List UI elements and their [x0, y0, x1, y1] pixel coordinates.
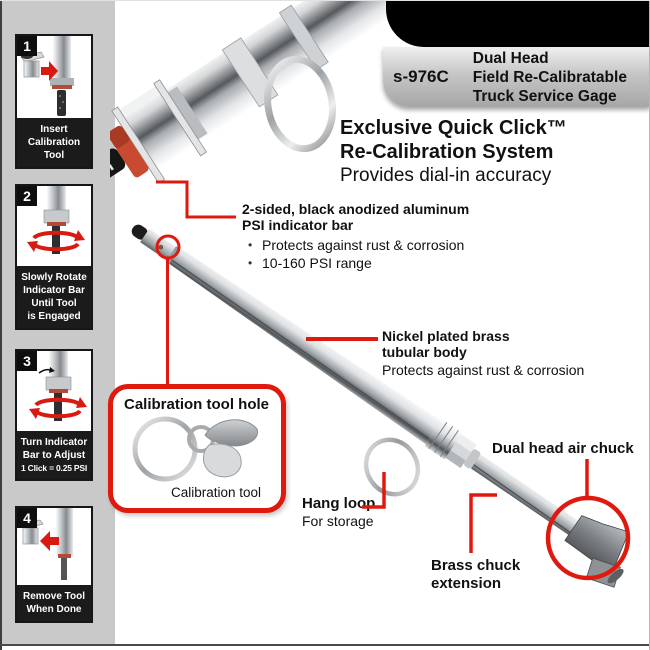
tool-blade-upper [204, 419, 259, 447]
step-4: 4 Remove Tool When Done [15, 506, 93, 623]
tubular-body-title: Nickel plated brass tubular body [382, 328, 510, 360]
headline: Exclusive Quick Click™ Re-Calibration Sy… [340, 117, 567, 188]
step-1-illustration [20, 36, 74, 116]
step-1: 1 Insert Calibration Tool [15, 34, 93, 169]
tool-blade-lower [202, 443, 242, 478]
frame-bottom-edge [0, 644, 650, 646]
extension-callout: Brass chuck extension [431, 557, 521, 592]
inset-title: Calibration tool hole [124, 396, 269, 413]
insert-arrow-icon [41, 61, 58, 81]
step-label: Remove Tool When Done [22, 591, 86, 615]
step-number: 1 [17, 36, 37, 56]
hang-loop-ring [363, 437, 421, 497]
tubular-body-note: Protects against rust & corrosion [382, 362, 585, 378]
inset-caption: Calibration tool [171, 485, 262, 500]
psi-indicator-bar [110, 148, 126, 205]
hang-loop-callout: Hang loop For storage [302, 495, 375, 530]
headline-line-2: Re-Calibration System [340, 140, 554, 163]
gauge-head-photo [110, 1, 400, 205]
brass-chuck-extension-tube [471, 454, 579, 536]
tubular-body-callout: Nickel plated brass tubular body Protect… [382, 328, 584, 379]
tubular-body [168, 247, 442, 445]
air-chuck-callout: Dual head air chuck [492, 440, 634, 457]
banner-black-shape [386, 1, 650, 47]
steps-sidebar: 1 Insert Calibration Tool [0, 1, 115, 644]
head-hang-ring [264, 55, 336, 153]
headline-subtitle: Provides dial-in accuracy [340, 165, 552, 186]
rotate-arrows-icon [29, 397, 87, 419]
hang-loop-label: Hang loop [302, 495, 376, 512]
hang-loop-sub: For storage [302, 513, 374, 529]
step-number: 3 [17, 351, 37, 371]
banner-line-2: Field Re-Calibratable [472, 68, 627, 86]
step-label: Turn Indicator Bar to Adjust [20, 437, 88, 461]
step-2: 2 Slowly Rotate Indicator Bar Until Tool… [15, 184, 93, 330]
step-label: Slowly Rotate Indicator Bar Until Tool i… [21, 272, 87, 322]
keyring [132, 416, 198, 482]
remove-arrow-icon [40, 531, 59, 551]
headline-line-1: Exclusive Quick Click™ [340, 117, 567, 139]
model-number: s-976C [393, 67, 449, 86]
psi-bar-title: 2-sided, black anodized aluminum PSI ind… [242, 201, 470, 233]
banner-line-1: Dual Head [472, 49, 549, 67]
gauge-head-body [110, 1, 400, 205]
calibration-tool-inset: Calibration tool hole Calibration tool [108, 384, 286, 513]
psi-bar-callout: 2-sided, black anodized aluminum PSI ind… [242, 201, 469, 272]
psi-bar-bullet-2: 10-160 PSI range [242, 255, 469, 273]
calibration-tool-image [132, 416, 259, 482]
step-number: 4 [17, 508, 37, 528]
step-sublabel: 1 Click = 0.25 PSI [20, 463, 88, 473]
step-2-illustration [27, 186, 85, 254]
step-number: 2 [17, 186, 37, 206]
step-3-illustration [29, 351, 87, 421]
rotate-arrows-icon [27, 230, 85, 252]
step-3: 3 Turn Indicator Bar to Adjust 1 Click =… [15, 349, 93, 481]
banner-line-3: Truck Service Gage [472, 87, 617, 105]
psi-bar-bullet-1: Protects against rust & corrosion [242, 237, 469, 255]
indicator-bar-tip [131, 224, 148, 240]
product-banner: s-976C Dual Head Field Re-Calibratable T… [383, 47, 650, 107]
step-label: Insert Calibration Tool [27, 124, 81, 161]
frame-left-edge [0, 1, 2, 650]
